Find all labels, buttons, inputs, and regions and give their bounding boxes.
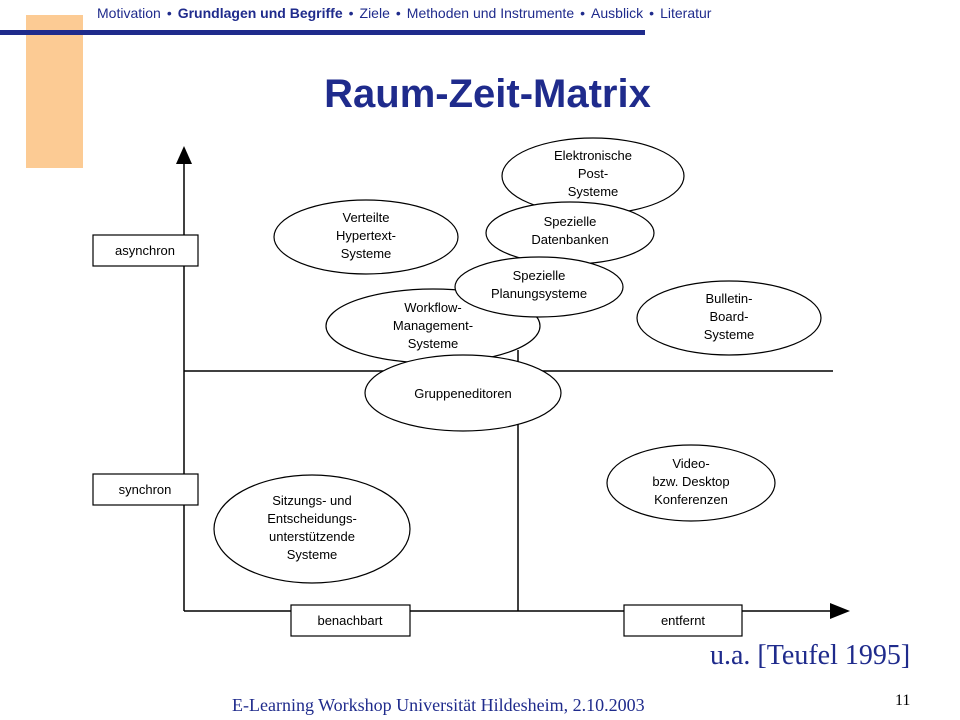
ellipse-video-konferenzen: Video- bzw. Desktop Konferenzen [606,444,776,522]
ellipse-elektronische-post: Elektronische Post- Systeme [501,137,685,215]
ellipse-text: unterstützende [269,529,355,544]
nav-separator: • [395,5,401,21]
nav-separator: • [348,5,354,21]
ellipse-text: Elektronische [554,148,632,163]
nav-item-ziele[interactable]: Ziele [359,5,390,21]
ellipse-text: Entscheidungs- [267,511,357,526]
ellipse-text: Workflow- [404,300,462,315]
ellipse-text: Board- [709,309,748,324]
label-synchron-text: synchron [119,482,172,497]
ellipse-text: Systeme [408,336,459,351]
label-entfernt-text: entfernt [661,613,705,628]
ellipse-text: Bulletin- [706,291,753,306]
citation: u.a. [Teufel 1995] [710,640,911,671]
nav-item-methoden[interactable]: Methoden und Instrumente [406,5,575,21]
label-synchron: synchron [92,473,199,506]
ellipse-text: Spezielle [544,214,597,229]
ellipse-text: Systeme [287,547,338,562]
ellipse-text: Management- [393,318,473,333]
footer-text: E-Learning Workshop Universität Hildeshe… [232,695,645,715]
nav-separator: • [649,5,655,21]
ellipse-text: Spezielle [513,268,566,283]
ellipse-text: Konferenzen [654,492,728,507]
page-number: 11 [895,692,911,709]
nav-separator: • [166,5,172,21]
ellipse-text: Video- [672,456,709,471]
label-benachbart: benachbart [290,604,411,637]
ellipse-text: Datenbanken [531,232,608,247]
ellipse-spezielle-datenbanken: Spezielle Datenbanken [485,201,655,265]
ellipse-text: Post- [578,166,608,181]
ellipse-text: bzw. Desktop [652,474,729,489]
label-benachbart-text: benachbart [317,613,382,628]
nav-bar: Motivation • Grundlagen und Begriffe • Ziele… [0,0,960,35]
ellipse-verteilte-hypertext: Verteilte Hypertext- Systeme [273,199,459,275]
nav-item-grundlagen[interactable]: Grundlagen und Begriffe [177,5,343,21]
ellipse-sitzungs-entscheidung: Sitzungs- und Entscheidungs- unterstütze… [213,474,411,584]
nav-item-ausblick[interactable]: Ausblick [591,5,644,21]
y-axis-arrow [176,146,192,164]
x-axis-arrow [830,603,850,619]
label-asynchron: asynchron [92,234,199,267]
nav-item-motivation[interactable]: Motivation [97,5,161,21]
nav-item-literatur[interactable]: Literatur [660,5,712,21]
ellipse-bulletin-board: Bulletin- Board- Systeme [636,280,822,356]
ellipse-text: Hypertext- [336,228,396,243]
nav-menu: Motivation • Grundlagen und Begriffe • Ziele… [97,5,711,21]
ellipse-gruppeneditoren: Gruppeneditoren [364,354,562,432]
page-title: Raum-Zeit-Matrix [324,72,651,116]
accent-block [26,15,83,168]
ellipse-text: Sitzungs- und [272,493,352,508]
label-asynchron-text: asynchron [115,243,175,258]
ellipse-text: Systeme [704,327,755,342]
ellipse-text: Systeme [568,184,619,199]
nav-underline [0,30,645,35]
ellipse-text: Gruppeneditoren [414,386,512,401]
ellipse-text: Planungsysteme [491,286,587,301]
nav-separator: • [580,5,586,21]
ellipse-text: Verteilte [343,210,390,225]
label-entfernt: entfernt [623,604,743,637]
ellipse-text: Systeme [341,246,392,261]
ellipse-spezielle-planung: Spezielle Planungsysteme [454,256,624,318]
